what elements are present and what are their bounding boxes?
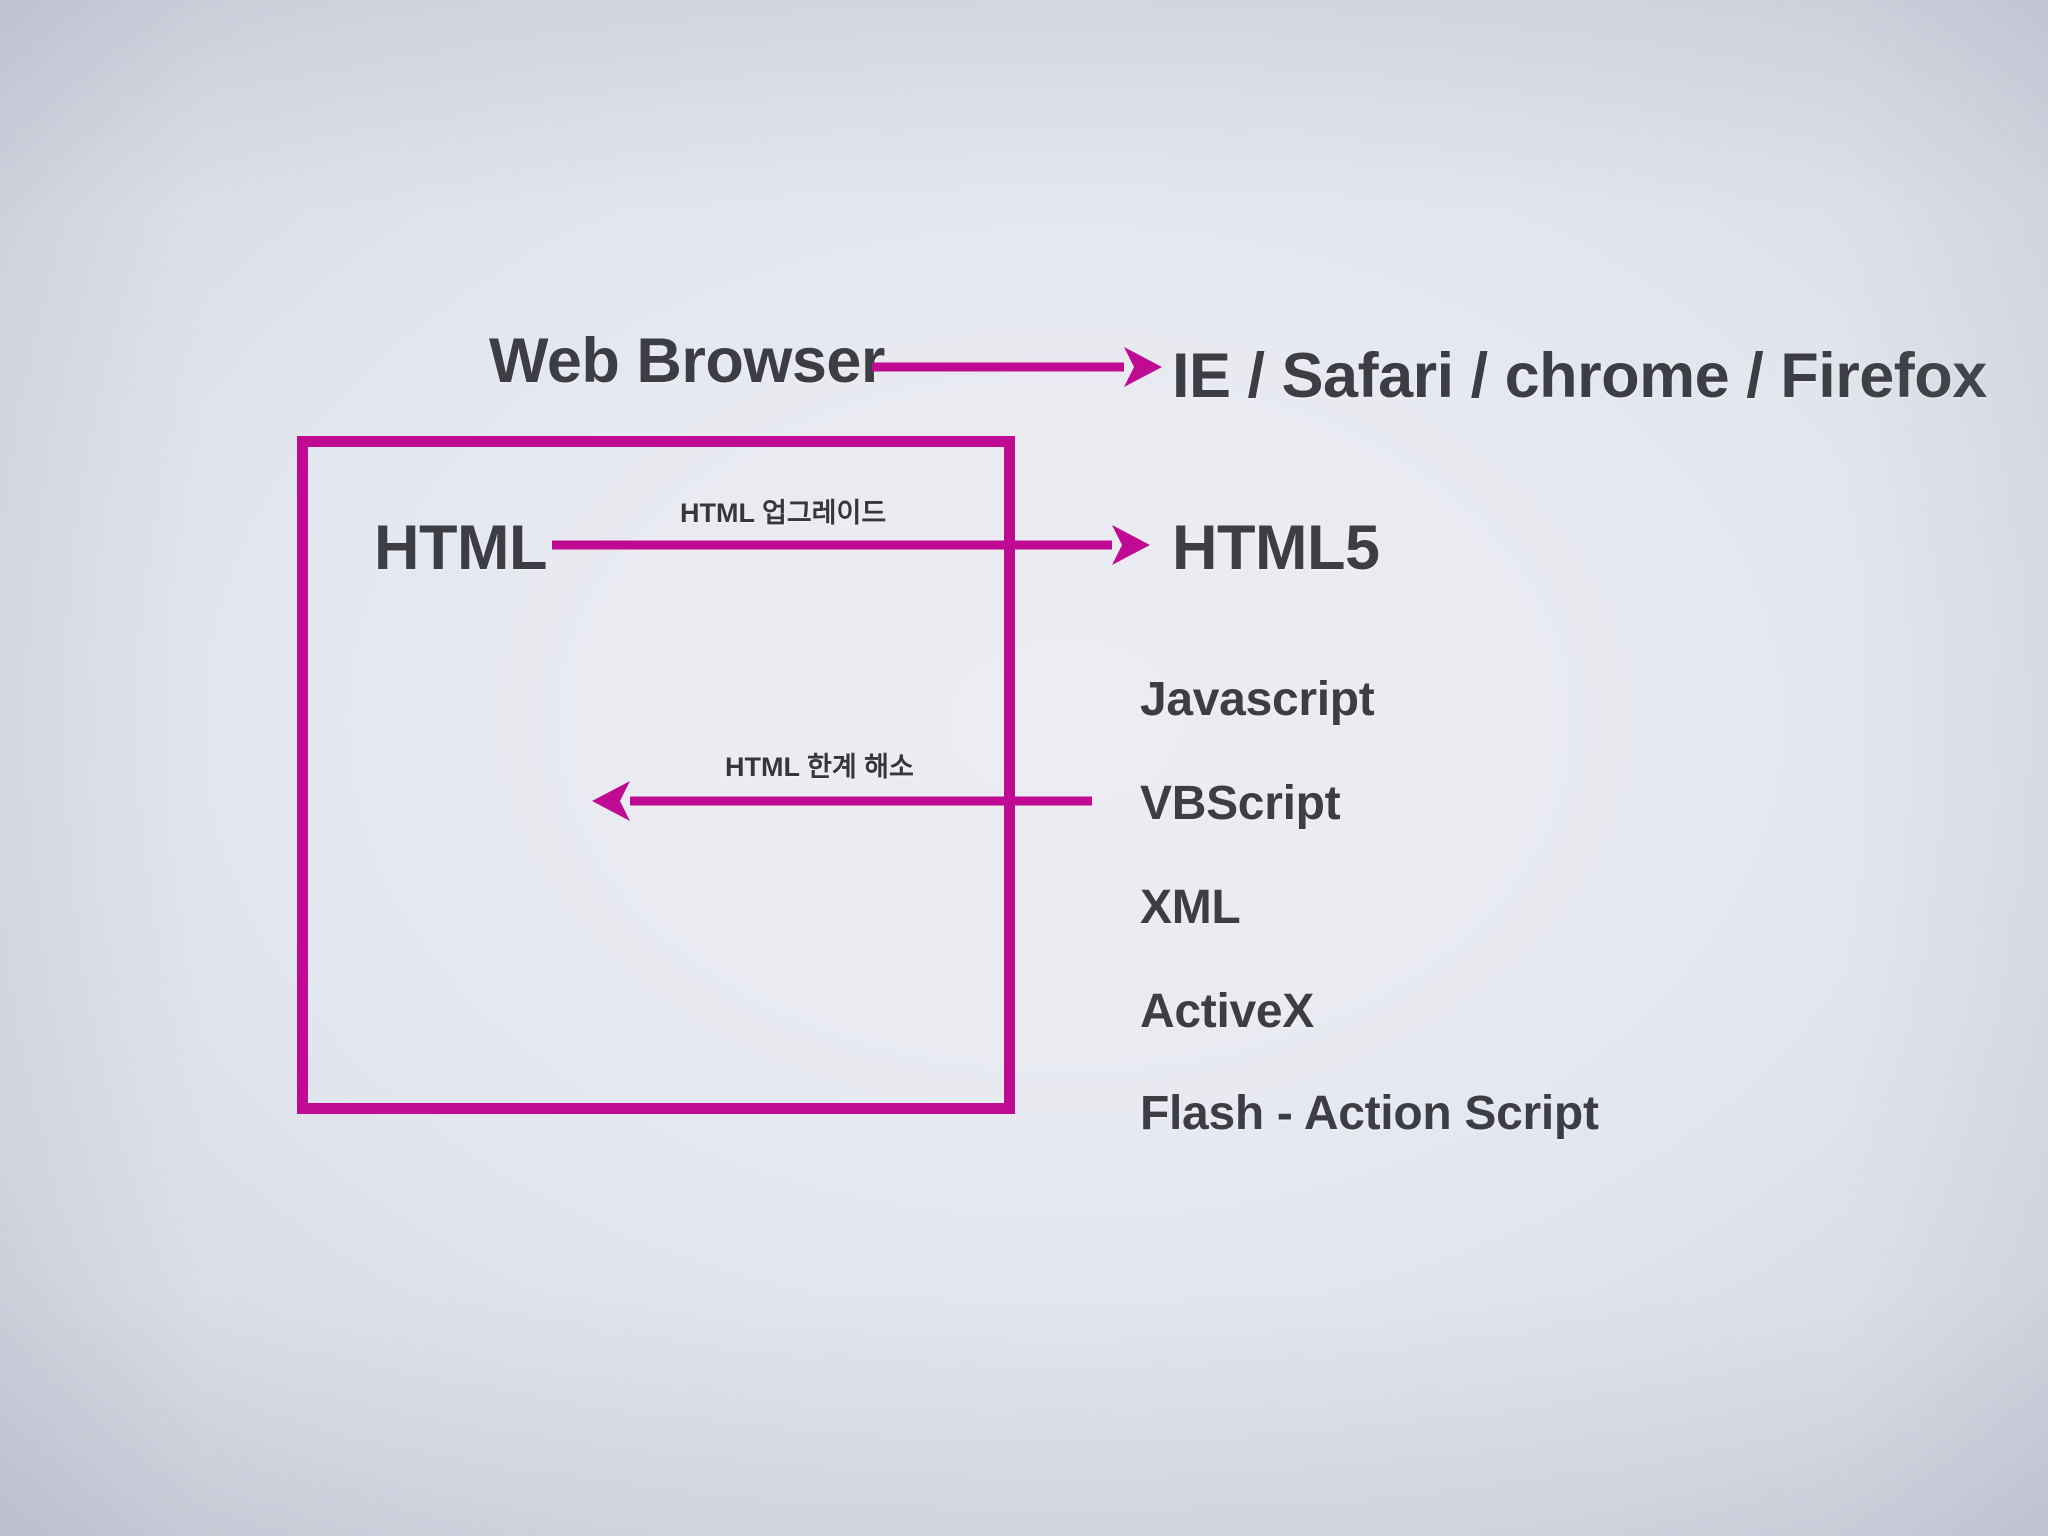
list-item-activex: ActiveX	[1140, 985, 1314, 1038]
arrow-label-html-limitation: HTML 한계 해소	[725, 752, 914, 782]
list-item-flash-action-script: Flash - Action Script	[1140, 1087, 1599, 1140]
node-html: HTML	[374, 513, 547, 583]
arrow-html-to-html5	[552, 525, 1150, 565]
arrow-label-html-upgrade: HTML 업그레이드	[680, 498, 887, 528]
list-item-xml: XML	[1140, 881, 1241, 934]
arrow-tech-to-html	[592, 781, 1092, 821]
node-web-browser: Web Browser	[489, 326, 885, 396]
node-html5: HTML5	[1172, 513, 1380, 583]
list-item-javascript: Javascript	[1140, 673, 1375, 726]
list-item-vbscript: VBScript	[1140, 777, 1341, 830]
arrow-web-browser-to-browsers	[872, 347, 1162, 387]
html-scope-box	[297, 436, 1015, 1114]
node-browser-list: IE / Safari / chrome / Firefox	[1172, 341, 1987, 411]
